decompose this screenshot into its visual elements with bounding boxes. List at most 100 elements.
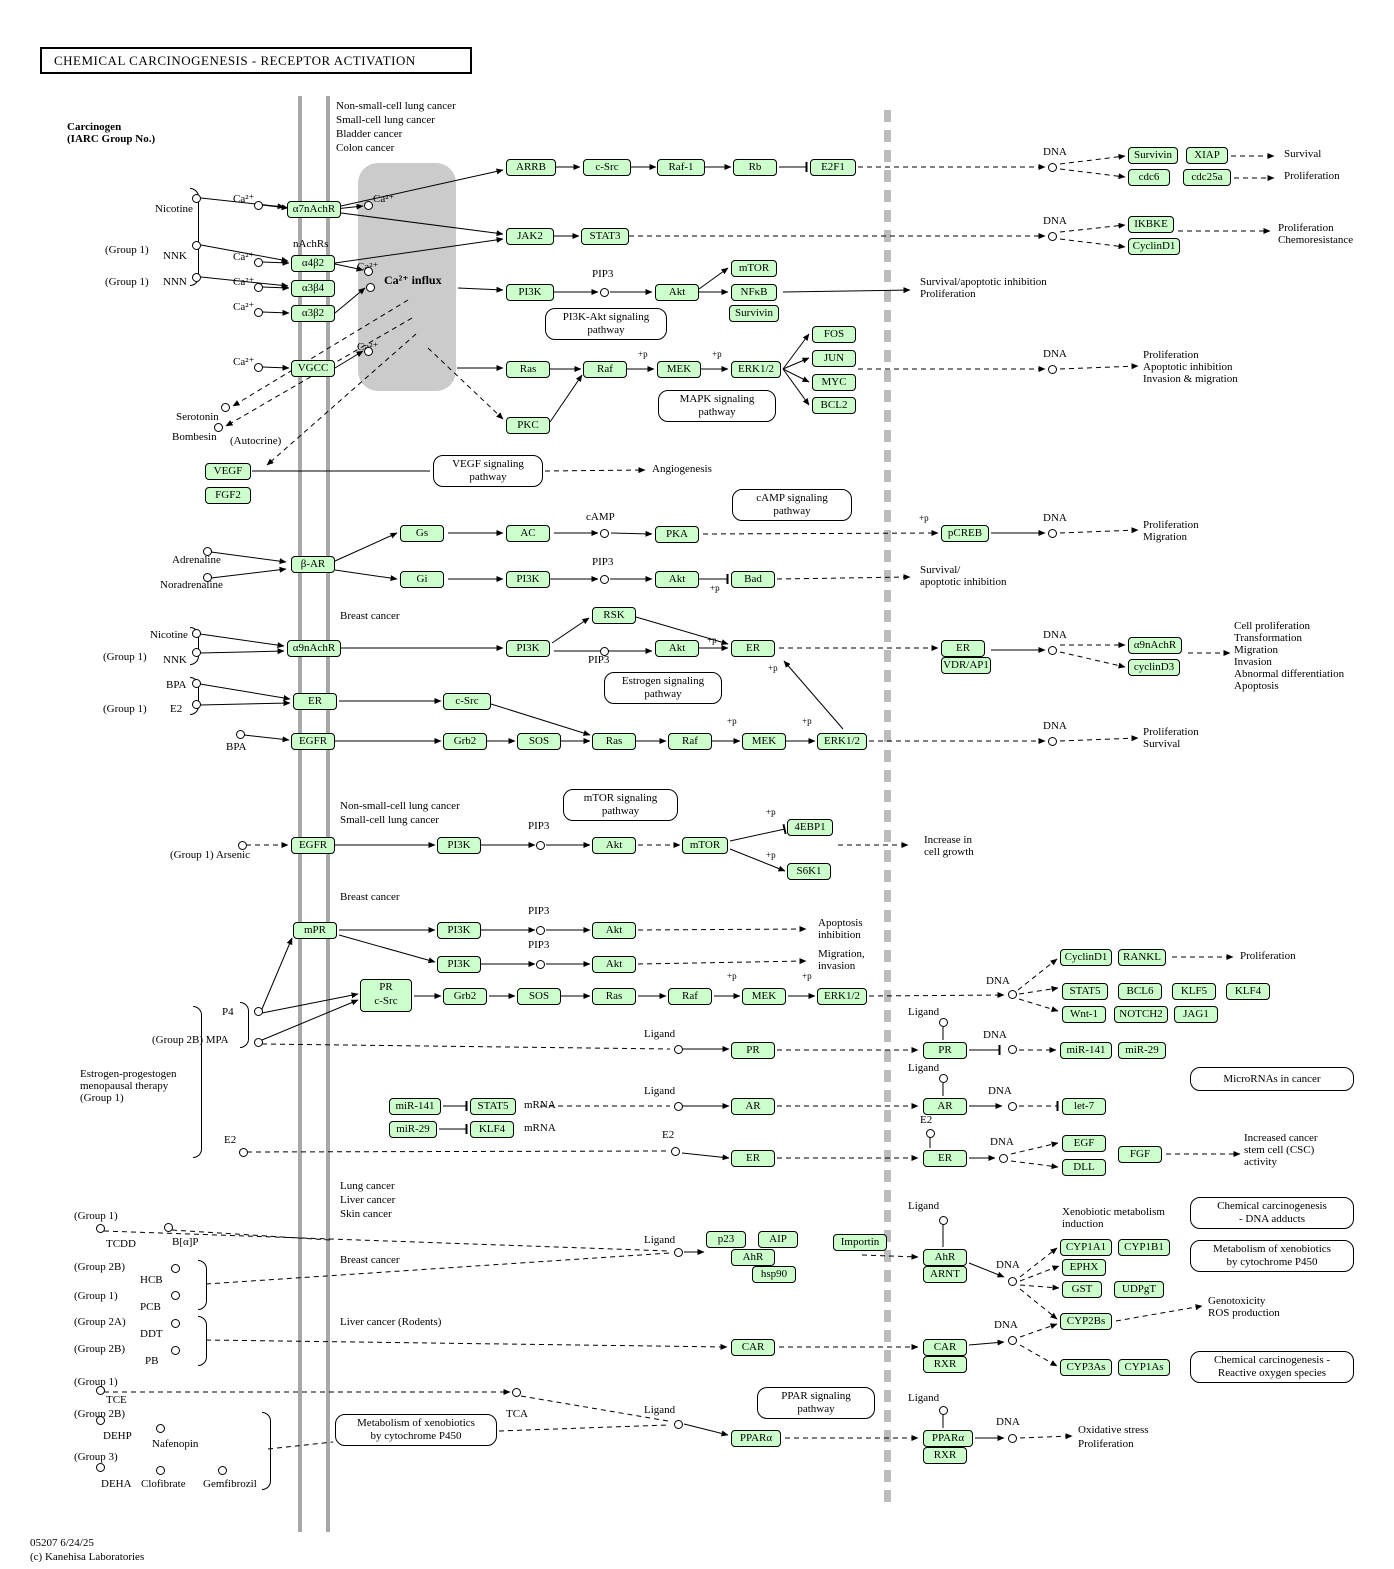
gene-rsk[interactable]: RSK xyxy=(592,607,636,624)
compound-circle[interactable] xyxy=(1048,529,1057,538)
gene-raf[interactable]: Raf xyxy=(668,988,712,1005)
compound-circle[interactable] xyxy=(254,201,263,210)
gene-pi3k[interactable]: PI3K xyxy=(437,837,481,854)
pathway-box-pi3k-akt-signaling[interactable]: PI3K-Akt signaling pathway xyxy=(545,308,667,340)
gene-pcreb[interactable]: pCREB xyxy=(941,525,989,542)
compound-circle[interactable] xyxy=(939,1074,948,1083)
gene-wnt-1[interactable]: Wnt-1 xyxy=(1062,1006,1106,1023)
gene-pi3k[interactable]: PI3K xyxy=(437,922,481,939)
compound-circle[interactable] xyxy=(536,960,545,969)
gene-mir-141[interactable]: miR-141 xyxy=(389,1098,441,1115)
gene-stat5[interactable]: STAT5 xyxy=(470,1098,516,1115)
gene-ephx[interactable]: EPHX xyxy=(1062,1259,1106,1276)
compound-circle[interactable] xyxy=(221,403,230,412)
compound-circle[interactable] xyxy=(192,679,201,688)
gene-cyp1as[interactable]: CYP1As xyxy=(1118,1359,1170,1376)
gene-notch2[interactable]: NOTCH2 xyxy=(1114,1006,1168,1023)
gene-raf[interactable]: Raf xyxy=(583,361,627,378)
gene-akt[interactable]: Akt xyxy=(655,640,699,657)
gene-klf4[interactable]: KLF4 xyxy=(1226,983,1270,1000)
compound-circle[interactable] xyxy=(1048,646,1057,655)
compound-circle[interactable] xyxy=(939,1018,948,1027)
compound-circle[interactable] xyxy=(239,1148,248,1157)
gene-let-7[interactable]: let-7 xyxy=(1062,1098,1106,1115)
gene-9nachr[interactable]: α9nAchR xyxy=(287,640,341,657)
gene-7nachr[interactable]: α7nAchR xyxy=(287,201,341,218)
compound-circle[interactable] xyxy=(218,1466,227,1475)
compound-circle[interactable] xyxy=(214,423,223,432)
gene-hsp90[interactable]: hsp90 xyxy=(752,1266,796,1283)
gene-cyclind1[interactable]: CyclinD1 xyxy=(1060,949,1112,966)
gene-cyp3as[interactable]: CYP3As xyxy=(1060,1359,1112,1376)
gene-survivin[interactable]: Survivin xyxy=(1128,147,1178,164)
gene-pr[interactable]: PR xyxy=(923,1042,967,1059)
gene-grb2[interactable]: Grb2 xyxy=(443,733,487,750)
pathway-box-chemical-carcinogenesis[interactable]: Chemical carcinogenesis - Reactive oxyge… xyxy=(1190,1351,1354,1383)
compound-circle[interactable] xyxy=(96,1224,105,1233)
compound-circle[interactable] xyxy=(600,529,609,538)
pathway-box-vegf-signaling[interactable]: VEGF signaling pathway xyxy=(433,455,543,487)
gene-akt[interactable]: Akt xyxy=(592,922,636,939)
gene-xiap[interactable]: XIAP xyxy=(1186,147,1228,164)
gene-ppar[interactable]: PPARα xyxy=(731,1430,781,1447)
gene-jun[interactable]: JUN xyxy=(812,350,856,367)
compound-circle[interactable] xyxy=(674,1102,683,1111)
gene-er[interactable]: ER xyxy=(293,693,337,710)
gene-pi3k[interactable]: PI3K xyxy=(437,956,481,973)
compound-circle[interactable] xyxy=(171,1264,180,1273)
compound-circle[interactable] xyxy=(939,1406,948,1415)
gene-stat3[interactable]: STAT3 xyxy=(581,228,629,245)
compound-circle[interactable] xyxy=(156,1466,165,1475)
gene-er[interactable]: ER xyxy=(923,1150,967,1167)
gene-raf[interactable]: Raf xyxy=(668,733,712,750)
compound-circle[interactable] xyxy=(171,1346,180,1355)
gene-ac[interactable]: AC xyxy=(506,525,550,542)
compound-circle[interactable] xyxy=(254,1007,263,1016)
gene-rankl[interactable]: RANKL xyxy=(1118,949,1166,966)
pathway-box-mapk-signaling[interactable]: MAPK signaling pathway xyxy=(658,390,776,422)
compound-circle[interactable] xyxy=(364,347,373,356)
gene-mir-29[interactable]: miR-29 xyxy=(389,1121,437,1138)
compound-circle[interactable] xyxy=(1008,1336,1017,1345)
gene-egfr[interactable]: EGFR xyxy=(291,837,335,854)
gene-ras[interactable]: Ras xyxy=(592,733,636,750)
compound-circle[interactable] xyxy=(171,1291,180,1300)
gene-erk1-2[interactable]: ERK1/2 xyxy=(817,733,867,750)
gene-vegf[interactable]: VEGF xyxy=(205,463,251,480)
compound-circle[interactable] xyxy=(192,194,201,203)
compound-circle[interactable] xyxy=(164,1223,173,1232)
gene-9nachr[interactable]: α9nAchR xyxy=(1128,637,1182,654)
compound-circle[interactable] xyxy=(939,1216,948,1225)
gene-cyp2bs[interactable]: CYP2Bs xyxy=(1060,1313,1112,1330)
compound-circle[interactable] xyxy=(674,1420,683,1429)
gene-ar[interactable]: AR xyxy=(923,1098,967,1115)
compound-circle[interactable] xyxy=(536,926,545,935)
compound-circle[interactable] xyxy=(192,648,201,657)
compound-circle[interactable] xyxy=(366,283,375,292)
compound-circle[interactable] xyxy=(1048,365,1057,374)
gene-akt[interactable]: Akt xyxy=(655,284,699,301)
compound-circle[interactable] xyxy=(512,1388,521,1397)
gene-fgf[interactable]: FGF xyxy=(1118,1146,1162,1163)
compound-circle[interactable] xyxy=(171,1319,180,1328)
gene-rb[interactable]: Rb xyxy=(733,159,777,176)
gene-cyp1a1[interactable]: CYP1A1 xyxy=(1060,1239,1112,1256)
gene-arrb[interactable]: ARRB xyxy=(506,159,556,176)
compound-circle[interactable] xyxy=(600,647,609,656)
pathway-box-estrogen-signaling[interactable]: Estrogen signaling pathway xyxy=(604,672,722,704)
gene-aip[interactable]: AIP xyxy=(758,1231,798,1248)
gene-pi3k[interactable]: PI3K xyxy=(506,571,550,588)
gene-raf-1[interactable]: Raf-1 xyxy=(657,159,705,176)
gene-3-2[interactable]: α3β2 xyxy=(291,305,335,322)
compound-circle[interactable] xyxy=(364,201,373,210)
gene-mek[interactable]: MEK xyxy=(742,733,786,750)
gene-bcl2[interactable]: BCL2 xyxy=(812,397,856,414)
gene-gst[interactable]: GST xyxy=(1062,1281,1102,1298)
gene-car[interactable]: CAR xyxy=(731,1339,775,1356)
gene-pkc[interactable]: PKC xyxy=(506,417,550,434)
compound-circle[interactable] xyxy=(96,1463,105,1472)
gene-ras[interactable]: Ras xyxy=(506,361,550,378)
gene-ar[interactable]: AR xyxy=(731,1098,775,1115)
gene-arnt[interactable]: ARNT xyxy=(923,1266,967,1283)
gene-akt[interactable]: Akt xyxy=(655,571,699,588)
